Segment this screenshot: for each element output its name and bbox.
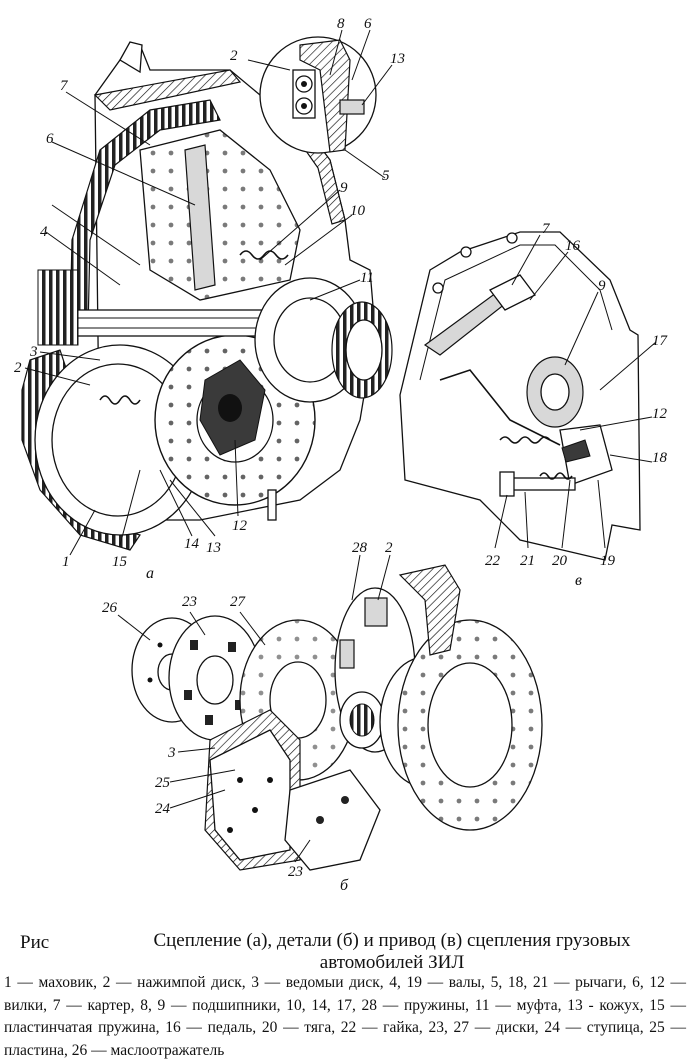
callout-b-3: 3 <box>167 745 176 761</box>
callout-b-23: 23 <box>288 864 303 880</box>
callout-b-28: 28 <box>352 540 368 556</box>
callout-v-7: 7 <box>542 221 551 237</box>
callout-v-22: 22 <box>485 553 501 569</box>
callout-b-26: 26 <box>102 600 118 616</box>
callout-a-8: 8 <box>337 16 345 32</box>
callout-a-13: 13 <box>206 540 221 556</box>
caption-title: Сцепление (а), детали (б) и привод (в) с… <box>153 930 631 973</box>
callout-b-24: 24 <box>155 801 171 817</box>
callout-a-6: 6 <box>46 131 54 147</box>
callout-a-1: 1 <box>62 554 70 570</box>
callout-b-25: 25 <box>155 775 171 791</box>
clutch-illustration: 2 8 6 13 7 6 5 9 10 4 11 3 2 1 15 14 13 … <box>14 16 669 894</box>
callout-v-16: 16 <box>565 238 581 254</box>
callout-a-5-inset: 5 <box>382 168 390 184</box>
figure-caption: Рис Сцепление (а), детали (б) и привод (… <box>0 922 690 1059</box>
callout-a-9: 9 <box>340 180 348 196</box>
caption-prefix: Рис <box>20 932 50 953</box>
callout-a-3: 3 <box>29 344 38 360</box>
callout-v-18: 18 <box>652 450 668 466</box>
callout-a-13-top: 13 <box>390 51 405 67</box>
callout-a-11: 11 <box>360 270 374 286</box>
callout-a-15: 15 <box>112 554 128 570</box>
callout-b-2: 2 <box>385 540 393 556</box>
subfigure-label-b: б <box>340 877 349 894</box>
callout-v-19: 19 <box>600 553 616 569</box>
subfigure-label-a: а <box>146 565 154 582</box>
callout-v-9: 9 <box>598 278 606 294</box>
view-v-clutch-drive: 7 16 9 17 12 18 22 21 20 19 в <box>399 221 669 589</box>
callout-a-2-top: 2 <box>230 48 238 64</box>
callout-a-12: 12 <box>232 518 248 534</box>
callout-a-10: 10 <box>350 203 366 219</box>
callout-v-20: 20 <box>552 553 568 569</box>
callout-v-21: 21 <box>520 553 535 569</box>
callout-a-7: 7 <box>60 78 69 94</box>
callout-v-17: 17 <box>652 333 669 349</box>
callout-a-6-top: 6 <box>364 16 372 32</box>
view-b-clutch-parts: 28 2 26 23 27 3 25 24 23 б <box>102 540 543 894</box>
subfigure-label-v: в <box>575 572 582 589</box>
callout-b-27: 27 <box>230 594 247 610</box>
view-a-clutch-assembly: 2 8 6 13 7 6 5 9 10 4 11 3 2 1 15 14 13 … <box>14 16 405 582</box>
callout-v-12: 12 <box>652 406 668 422</box>
callout-a-4: 4 <box>40 224 48 240</box>
callout-b-23-top: 23 <box>182 594 197 610</box>
legend-text: 1 — маховик, 2 — нажимпой диск, 3 — ведо… <box>4 974 686 1059</box>
callout-a-14: 14 <box>184 536 200 552</box>
callout-a-2: 2 <box>14 360 22 376</box>
